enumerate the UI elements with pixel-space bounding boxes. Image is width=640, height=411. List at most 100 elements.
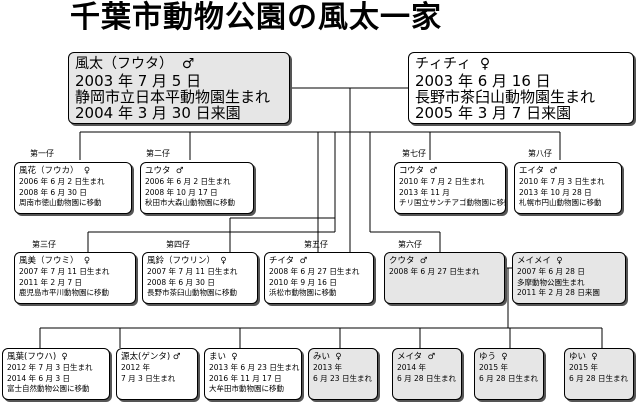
child-card: 風鈴（フウリン） ♀ 2007 年 7 月 11 日生まれ 2008 年 6 月… — [142, 252, 258, 304]
mother-line: 2005 年 3 月 7 日来園 — [415, 104, 572, 122]
grandchild-sex: ♀ — [231, 352, 238, 362]
grandchild-name: まい — [209, 352, 227, 362]
child-name: 風花（フウカ） — [19, 166, 79, 176]
partner-card: メイメイ ♀ 2007 年 6 月 28 日 多摩動物公園生まれ 2011 年 … — [512, 252, 626, 304]
child-line: 2006 年 6 月 2 日生まれ — [145, 177, 231, 186]
grandchild-line: 2013 年 — [313, 363, 342, 372]
child-card: ユウタ ♂ 2006 年 6 月 2 日生まれ 2008 年 10 月 17 日… — [140, 162, 254, 214]
father-line: 2004 年 3 月 30 日来園 — [75, 104, 241, 122]
partner-line: 2011 年 2 月 28 日来園 — [517, 288, 600, 297]
grandchild-line: 2012 年 — [121, 363, 150, 372]
child-line: 2008 年 6 月 30 日 — [19, 187, 87, 197]
child-order-label: 第三仔 — [32, 240, 56, 249]
mother-sex: ♀ — [479, 56, 491, 72]
mother-line: 2003 年 6 月 16 日 — [415, 72, 551, 90]
partner-name: メイメイ — [517, 256, 552, 266]
grandchild-sex: ♀ — [591, 352, 598, 362]
child-line: 周南市徳山動物園に移動 — [19, 198, 102, 207]
child-line: 2008 年 10 月 17 日 — [145, 187, 218, 197]
child-name: 風鈴（フウリン） — [147, 256, 216, 266]
child-name: エイタ — [519, 166, 545, 176]
child-line: 秋田市大森山動物園に移動 — [145, 198, 235, 207]
child-order-label: 第八仔 — [528, 149, 552, 158]
child-order-label: 第七仔 — [402, 149, 426, 158]
diagram-title: 千葉市動物公園の風太一家 — [70, 0, 442, 35]
father-line: 2003 年 7 月 5 日 — [75, 72, 202, 90]
child-order-label: 第四仔 — [166, 240, 190, 249]
child-line: 2008 年 6 月 27 日生まれ — [269, 267, 360, 276]
grandchild-card: みい ♀ 2013 年 6 月 23 日生まれ — [308, 348, 378, 400]
child-line: 2010 年 9 月 16 日 — [269, 277, 337, 287]
child-card: エイタ ♂ 2010 年 7 月 3 日生まれ 2013 年 10 月 28 日… — [514, 162, 622, 214]
child-line: 2007 年 7 月 11 日生まれ — [147, 267, 238, 276]
child-card-kuuta: クウタ ♂ 2008 年 6 月 27 日生まれ — [384, 252, 505, 304]
grandchild-name: みい — [313, 352, 331, 362]
child-order-label: 第一仔 — [30, 149, 54, 158]
child-card: 風美（フウミ） ♀ 2007 年 7 月 11 日生まれ 2011 年 2 月 … — [14, 252, 136, 304]
child-sex: ♂ — [549, 166, 558, 176]
child-card: チイタ ♂ 2008 年 6 月 27 日生まれ 2010 年 9 月 16 日… — [264, 252, 374, 304]
child-sex: ♀ — [83, 166, 91, 176]
grandchild-line: 大牟田市動物園に移動 — [209, 384, 284, 393]
grandchild-line: 6 月 28 日生まれ — [479, 373, 538, 383]
partner-line: 多摩動物公園生まれ — [517, 277, 585, 287]
grandchild-name: ゆい — [569, 352, 587, 362]
child-line: 長野市茶臼山動物園に移動 — [147, 288, 237, 297]
child-order-label: 第二仔 — [146, 149, 170, 158]
grandchild-name: メイタ — [397, 352, 423, 362]
child-line: 2011 年 2 月 7 日 — [19, 277, 83, 287]
grandchild-sex: ♀ — [335, 352, 342, 362]
grandchild-line: 2014 年 — [397, 363, 426, 372]
grandchild-card: ゆう ♀ 2015 年 6 月 28 日生まれ — [474, 348, 544, 400]
child-line: 2010 年 7 月 3 日生まれ — [519, 177, 605, 186]
grandchild-name: 風葉(フウハ) — [7, 352, 57, 362]
grandchild-line: 2014 年 6 月 3 日 — [7, 373, 71, 383]
child-line: 2006 年 6 月 2 日生まれ — [19, 177, 105, 186]
child-line: 2013 年 10 月 28 日 — [519, 187, 592, 197]
grandchild-card: 源太(ゲンタ) ♂ 2012 年 7 月 3 日生まれ — [116, 348, 198, 400]
child-order-label: 第六仔 — [398, 240, 422, 249]
child-line: 2007 年 7 月 11 日生まれ — [19, 267, 110, 276]
child-card: コウタ ♂ 2010 年 7 月 2 日生まれ 2013 年 11 月 チリ国立… — [394, 162, 506, 214]
child-line: 2010 年 7 月 2 日生まれ — [399, 177, 485, 186]
child-line: 鹿児島市平川動物園に移動 — [19, 288, 109, 297]
child-line: 浜松市動物園に移動 — [269, 288, 337, 297]
child-line: 2008 年 6 月 30 日 — [147, 277, 215, 287]
grandchild-sex: ♂ — [427, 352, 436, 362]
child-sex: ♂ — [429, 166, 438, 176]
child-card: 風花（フウカ） ♀ 2006 年 6 月 2 日生まれ 2008 年 6 月 3… — [14, 162, 132, 214]
father-sex: ♂ — [181, 56, 195, 72]
father-card: 風太（フウタ） ♂ 2003 年 7 月 5 日 静岡市立日本平動物園生まれ 2… — [68, 52, 290, 124]
mother-name: チィチィ — [415, 56, 471, 72]
grandchild-line: 2015 年 — [569, 363, 598, 372]
grandchild-card: まい ♀ 2013 年 6 月 23 日生まれ 2016 年 11 月 17 日… — [204, 348, 302, 400]
grandchild-line: 2016 年 11 月 17 日 — [209, 373, 282, 383]
child-name: 風美（フウミ） — [19, 256, 79, 266]
child-name: コウタ — [399, 166, 425, 176]
grandchild-sex: ♀ — [61, 352, 68, 362]
mother-card: チィチィ ♀ 2003 年 6 月 16 日 長野市茶臼山動物園生まれ 2005… — [408, 52, 634, 124]
child-sex: ♂ — [175, 166, 184, 176]
child-sex: ♀ — [220, 256, 227, 266]
child-name: ユウタ — [145, 166, 171, 176]
child-name: チイタ — [269, 256, 295, 266]
child-line: 札幌市円山動物園に移動 — [519, 198, 602, 207]
child-line: チリ国立サンチアゴ動物園に移動 — [399, 198, 506, 207]
grandchild-sex: ♂ — [172, 352, 181, 362]
grandchild-name: 源太(ゲンタ) — [121, 352, 171, 362]
child-line: 2008 年 6 月 27 日生まれ — [389, 267, 480, 276]
grandchild-line: 7 月 3 日生まれ — [121, 373, 176, 383]
child-sex: ♀ — [83, 256, 91, 266]
grandchild-name: ゆう — [479, 352, 497, 362]
grandchild-card: メイタ ♂ 2014 年 6 月 28 日生まれ — [392, 348, 462, 400]
grandchild-line: 2013 年 6 月 23 日生まれ — [209, 363, 300, 372]
child-sex: ♂ — [419, 256, 428, 266]
child-name: クウタ — [389, 256, 415, 266]
father-line: 静岡市立日本平動物園生まれ — [75, 88, 271, 106]
child-line: 2013 年 11 月 — [399, 187, 450, 197]
child-order-label: 第五仔 — [304, 240, 328, 249]
grandchild-card: 風葉(フウハ) ♀ 2012 年 7 月 3 日生まれ 2014 年 6 月 3… — [2, 348, 110, 400]
grandchild-sex: ♀ — [501, 352, 508, 362]
